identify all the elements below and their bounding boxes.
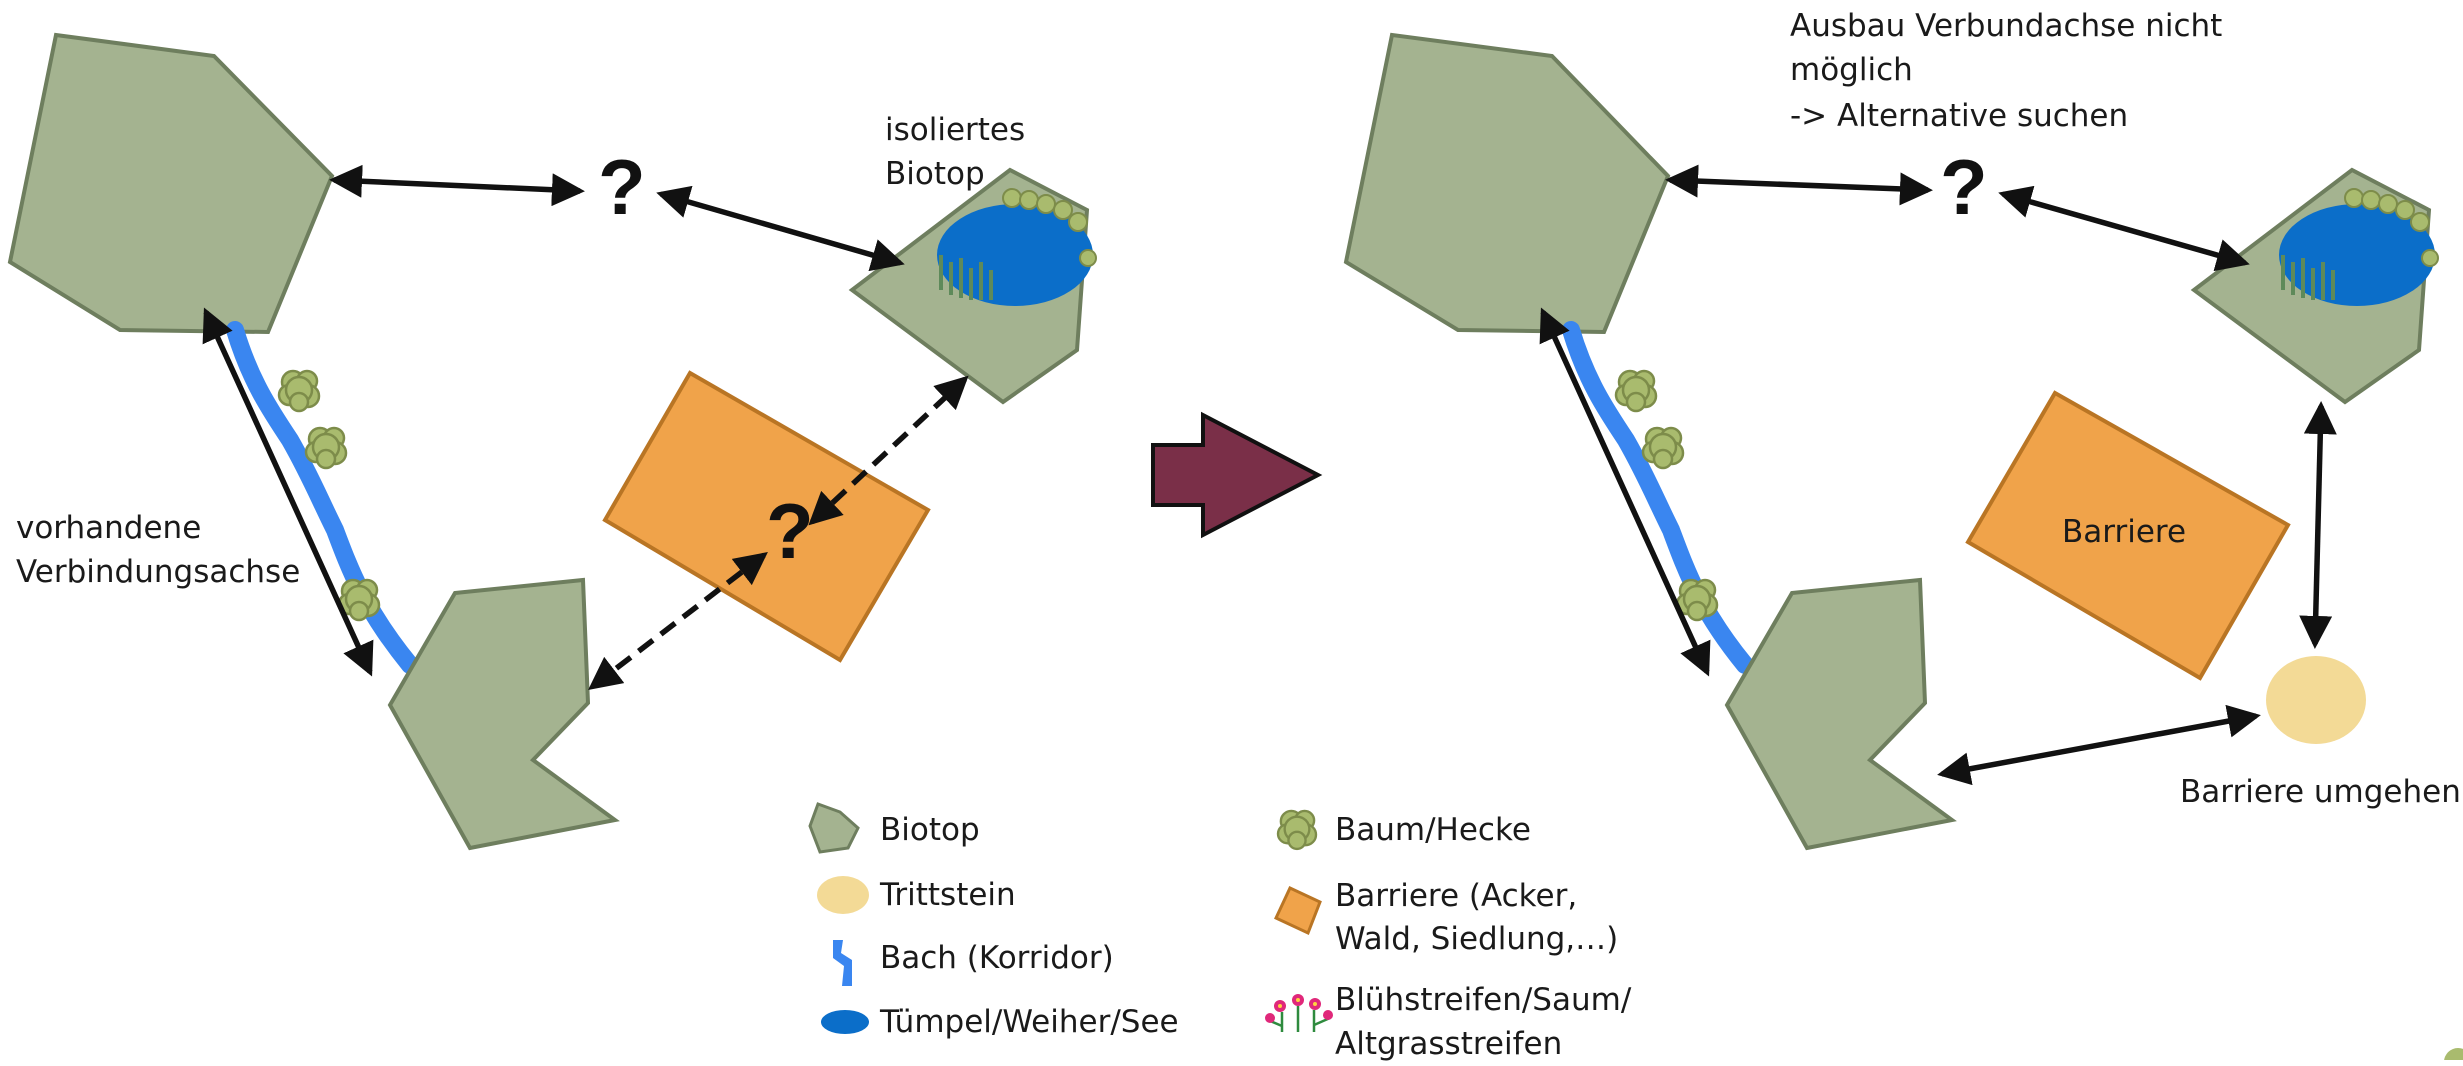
legend-baum-label: Baum/Hecke [1335, 812, 1531, 848]
arrow-top-right-right [1998, 185, 2250, 272]
stream-corridor [226, 321, 419, 674]
transition-arrow [1151, 411, 1323, 539]
legend-biotop-label: Biotop [880, 812, 980, 848]
arrow-top-right [656, 185, 905, 272]
isolated-biotop-right [2190, 167, 2439, 405]
question-mark-barrier: ? [766, 487, 814, 575]
dashed-arrow-lower [588, 551, 768, 691]
legend-barriere-icon [1274, 886, 1322, 936]
legend-trittstein-label: Trittstein [880, 877, 1016, 913]
label-existing-axis-line2: Verbindungsachse [16, 554, 301, 590]
legend-tuempel-icon [821, 1010, 869, 1034]
biotop-small [387, 577, 620, 851]
legend-bach-label: Bach (Korridor) [880, 940, 1114, 976]
legend-barriere-label-line2: Wald, Siedlung,…) [1335, 921, 1619, 957]
right-panel [1343, 32, 2439, 851]
legend-trittstein-icon [817, 876, 869, 914]
biotop-small-right [1724, 577, 1957, 851]
legend-tuempel-label: Tümpel/Weiher/See [880, 1004, 1179, 1040]
barrier-label: Barriere [2062, 514, 2187, 550]
stream-corridor-right [1562, 321, 1754, 674]
left-panel [7, 32, 1097, 851]
legend-baum-icon [1276, 809, 1318, 851]
pond [937, 204, 1093, 306]
label-isolated-line2: Biotop [885, 156, 985, 192]
corner-decoration [2444, 1048, 2463, 1060]
biotop-large-right [1343, 32, 1671, 335]
shore-bushes-right [2344, 188, 2439, 267]
note-line3: -> Alternative suchen [1790, 98, 2129, 134]
reed-icon-right [2281, 255, 2335, 300]
label-isolated-line1: isoliertes [885, 112, 1026, 148]
note-line1: Ausbau Verbundachse nicht [1790, 8, 2223, 44]
arrow-stepping-stone-up [2299, 401, 2337, 649]
shore-bushes [1002, 188, 1097, 267]
pond-right [2279, 204, 2435, 306]
note-line2: möglich [1790, 52, 1913, 88]
legend-bluehstreifen-label-line1: Blühstreifen/Saum/ [1335, 982, 1632, 1018]
legend-bach-icon [833, 940, 852, 986]
legend-bluehstreifen-icon [1265, 994, 1333, 1032]
arrow-existing-axis [202, 307, 374, 677]
question-mark-top-right: ? [1940, 143, 1988, 231]
arrow-top-left [329, 164, 585, 207]
arrow-top-left-right [1665, 164, 1933, 206]
legend-bluehstreifen-label-line2: Altgrasstreifen [1335, 1026, 1563, 1062]
reed-icon [939, 255, 993, 300]
biotop-large [7, 32, 335, 335]
arrow-existing-axis-right [1539, 307, 1711, 677]
barrier-field-right [1965, 390, 2291, 681]
isolated-biotop [848, 167, 1097, 405]
label-existing-axis-line1: vorhandene [16, 510, 202, 546]
dashed-arrow-upper [808, 375, 969, 526]
legend-biotop-icon [808, 802, 860, 854]
legend-icons [808, 802, 1333, 1034]
arrow-stepping-stone-left [1937, 704, 2261, 786]
bypass-label: Barriere umgehen [2180, 774, 2461, 810]
question-mark-top-left: ? [598, 143, 646, 231]
legend-barriere-label-line1: Barriere (Acker, [1335, 878, 1578, 914]
stepping-stone [2266, 656, 2366, 744]
